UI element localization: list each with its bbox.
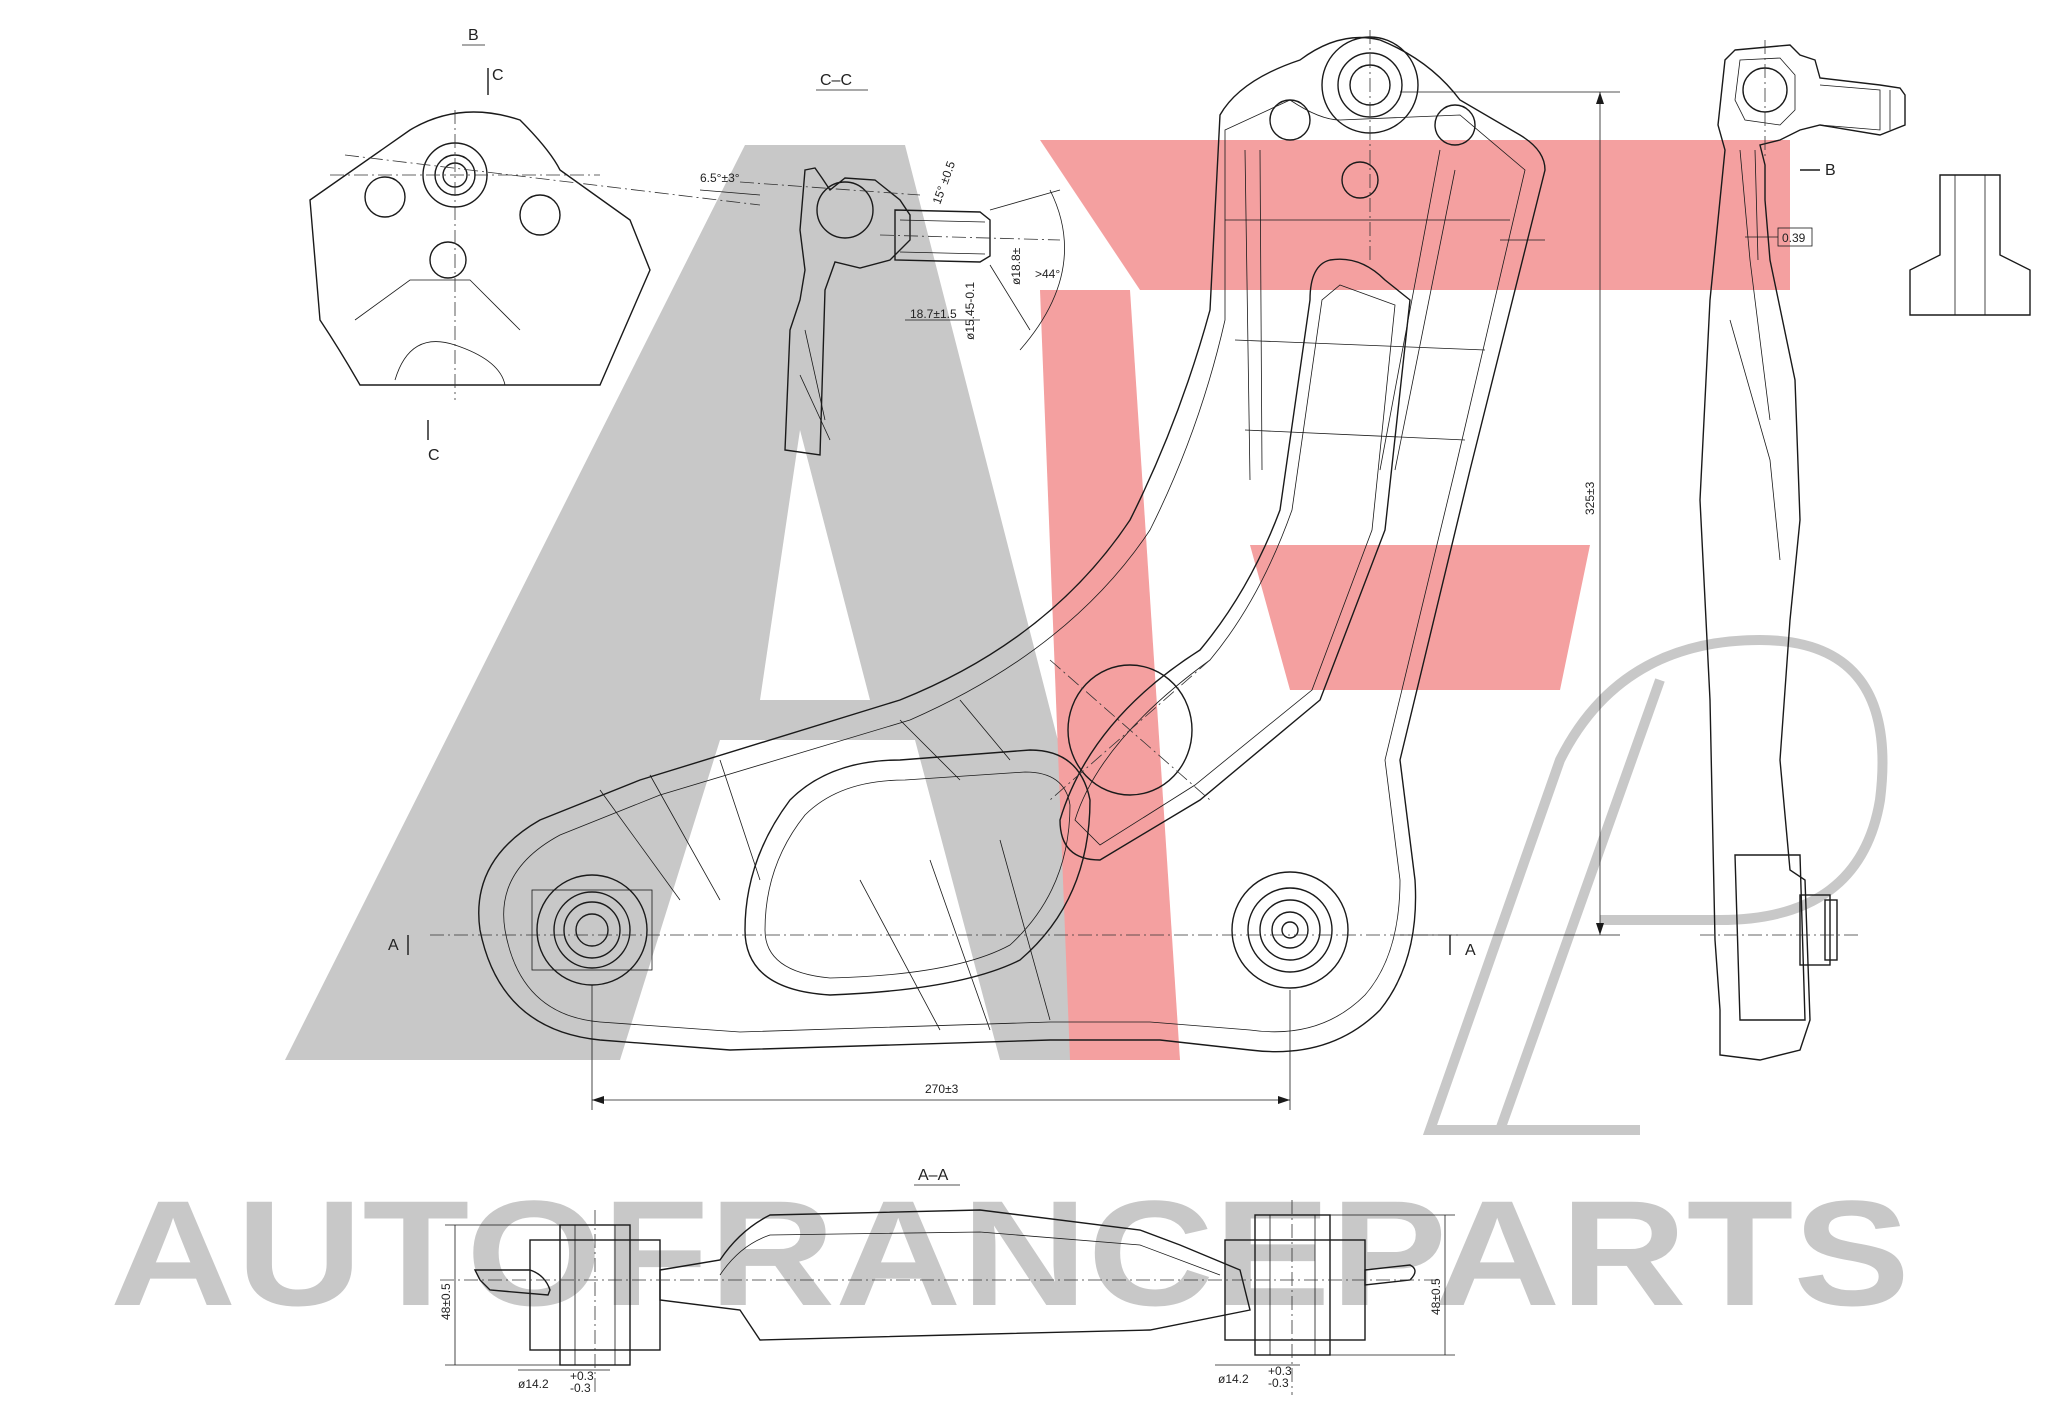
watermark-logo: AUTOFRANCEPARTS bbox=[110, 140, 1910, 1337]
ball-joint-bolt-right bbox=[1434, 104, 1476, 146]
view-b-detail: B C C bbox=[309, 27, 761, 464]
aa-dim-right-dia: ø14.2 bbox=[1218, 1372, 1249, 1386]
aa-dim-left-tol-lower: -0.3 bbox=[570, 1381, 591, 1395]
right-bushing-outer bbox=[1231, 871, 1349, 989]
watermark-f-top bbox=[1040, 140, 1790, 290]
main-dim-width: 270±3 bbox=[925, 1082, 959, 1096]
section-mark-a-right: A bbox=[1465, 942, 1476, 959]
ball-joint-bolt-left bbox=[1269, 99, 1311, 141]
watermark-brand-text: AUTOFRANCEPARTS bbox=[110, 1169, 1910, 1337]
section-mark-b: B bbox=[1825, 162, 1836, 179]
main-dim-height: 325±3 bbox=[1583, 481, 1597, 515]
view-b-title: B bbox=[468, 27, 479, 44]
watermark-f-stem bbox=[1040, 290, 1180, 1060]
tool-symbol bbox=[1909, 174, 2031, 316]
section-mark-c-top: C bbox=[492, 67, 504, 84]
cc-dim-dia-18: ø18.8± bbox=[1009, 247, 1023, 285]
arm-inner-window-bottom bbox=[744, 749, 1091, 996]
watermark-p-outline bbox=[1422, 634, 1888, 1135]
cc-dim-angle-44: >44° bbox=[1035, 267, 1060, 281]
aa-dim-left-dia: ø14.2 bbox=[518, 1377, 549, 1391]
cc-dim-dia-15: ø15.45-0.1 bbox=[963, 282, 977, 340]
cc-dim-angle-small: 6.5°±3° bbox=[700, 171, 740, 185]
aa-dim-left-height: 48±0.5 bbox=[439, 1283, 453, 1320]
section-cc-title: C–C bbox=[820, 72, 852, 89]
aa-dim-right-tol-lower: -0.3 bbox=[1268, 1376, 1289, 1390]
aa-dim-right-tol-upper: +0.3 bbox=[1268, 1364, 1292, 1378]
ball-joint-bolt-bottom bbox=[1341, 161, 1379, 199]
section-mark-a-left: A bbox=[388, 937, 399, 954]
cc-dim-length: 18.7±1.5 bbox=[910, 307, 957, 321]
section-aa-title: A–A bbox=[918, 1167, 949, 1184]
side-view: B 0.39 bbox=[1699, 40, 1906, 1061]
side-boxed-value: 0.39 bbox=[1782, 231, 1806, 245]
aa-right-bushing bbox=[1224, 1239, 1366, 1341]
aa-dim-left-tol-upper: +0.3 bbox=[570, 1369, 594, 1383]
arm-inner-window-top bbox=[1059, 258, 1411, 861]
watermark-f-mid bbox=[1250, 545, 1590, 690]
section-aa-view: A–A 48±0.5 48±0.5 ø14.2 +0.3 -0.3 ø14.2 bbox=[439, 1167, 1455, 1395]
arm-oval-hole bbox=[1067, 664, 1193, 796]
arm-outer-contour bbox=[478, 36, 1546, 1053]
section-mark-c-bottom: C bbox=[428, 447, 440, 464]
aa-dim-right-height: 48±0.5 bbox=[1429, 1278, 1443, 1315]
watermark-a-shape bbox=[285, 145, 1140, 1060]
main-arm-view: A A 270±3 325±3 bbox=[388, 30, 1620, 1110]
cc-dim-angle-15: 15° ±0.5 bbox=[930, 159, 959, 206]
